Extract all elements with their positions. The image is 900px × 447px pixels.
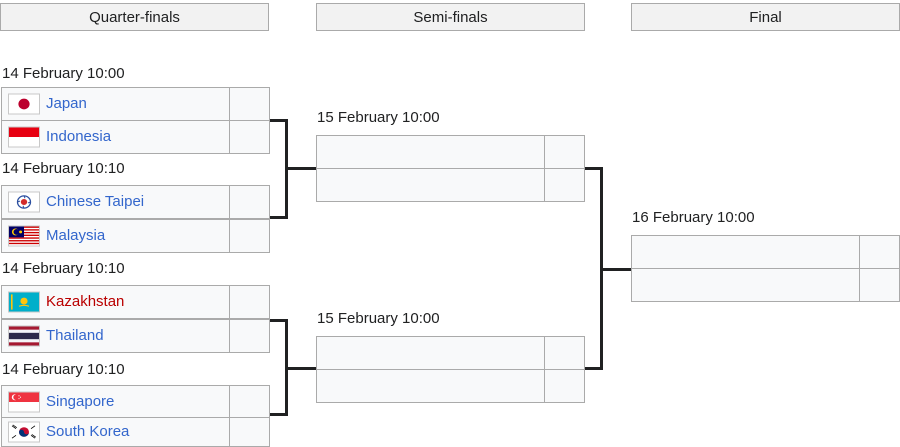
score-cell <box>229 185 270 219</box>
bracket-connector <box>585 167 602 170</box>
bracket-connector <box>600 268 631 271</box>
malaysia-flag-icon <box>8 225 40 247</box>
team-row-singapore: Singapore <box>1 385 230 419</box>
bracket-connector <box>270 319 287 322</box>
score-cell <box>229 319 270 353</box>
team-row-semi1-top <box>316 135 545 169</box>
score-cell <box>859 268 900 302</box>
match-date: 14 February 10:00 <box>2 65 125 82</box>
team-link-kazakhstan[interactable]: Kazakhstan <box>46 293 125 311</box>
team-link-chinese-taipei[interactable]: Chinese Taipei <box>46 193 145 211</box>
bracket-connector <box>270 216 287 219</box>
team-row-indonesia: Indonesia <box>1 120 230 154</box>
score-cell <box>229 285 270 319</box>
score-cell <box>544 135 585 169</box>
score-cell <box>229 385 270 419</box>
match-date: 15 February 10:00 <box>317 310 440 327</box>
bracket-connector <box>270 413 287 416</box>
header-quarter-finals: Quarter-finals <box>0 3 269 31</box>
match-date: 15 February 10:00 <box>317 109 440 126</box>
score-cell <box>859 235 900 269</box>
bracket-connector <box>585 367 602 370</box>
team-row-south-korea: South Korea <box>1 417 230 447</box>
team-row-malaysia: Malaysia <box>1 219 230 253</box>
team-row-final-bottom <box>631 268 860 302</box>
match-date: 14 February 10:10 <box>2 260 125 277</box>
team-row-semi1-bottom <box>316 168 545 202</box>
score-cell <box>229 120 270 154</box>
team-row-kazakhstan: Kazakhstan <box>1 285 230 319</box>
header-final: Final <box>631 3 900 31</box>
chinese-taipei-flag-icon <box>8 191 40 213</box>
thailand-flag-icon <box>8 325 40 347</box>
team-row-final-top <box>631 235 860 269</box>
team-row-semi2-bottom <box>316 369 545 403</box>
score-cell <box>229 219 270 253</box>
score-cell <box>544 336 585 370</box>
team-link-japan[interactable]: Japan <box>46 95 87 113</box>
match-date: 14 February 10:10 <box>2 160 125 177</box>
singapore-flag-icon <box>8 391 40 413</box>
team-row-japan: Japan <box>1 87 230 121</box>
indonesia-flag-icon <box>8 126 40 148</box>
team-link-south-korea[interactable]: South Korea <box>46 423 130 441</box>
team-row-semi2-top <box>316 336 545 370</box>
score-cell <box>229 87 270 121</box>
team-link-indonesia[interactable]: Indonesia <box>46 128 112 146</box>
kazakhstan-flag-icon <box>8 291 40 313</box>
score-cell <box>229 417 270 447</box>
bracket-connector <box>270 119 287 122</box>
team-link-thailand[interactable]: Thailand <box>46 327 104 345</box>
match-date: 14 February 10:10 <box>2 361 125 378</box>
team-row-thailand: Thailand <box>1 319 230 353</box>
header-semi-finals: Semi-finals <box>316 3 585 31</box>
team-link-malaysia[interactable]: Malaysia <box>46 227 106 245</box>
team-link-singapore[interactable]: Singapore <box>46 393 115 411</box>
team-row-chinese-taipei: Chinese Taipei <box>1 185 230 219</box>
south-korea-flag-icon <box>8 421 40 443</box>
japan-flag-icon <box>8 93 40 115</box>
match-date: 16 February 10:00 <box>632 209 755 226</box>
score-cell <box>544 168 585 202</box>
score-cell <box>544 369 585 403</box>
bracket-connector <box>285 367 316 370</box>
bracket-connector <box>285 167 316 170</box>
